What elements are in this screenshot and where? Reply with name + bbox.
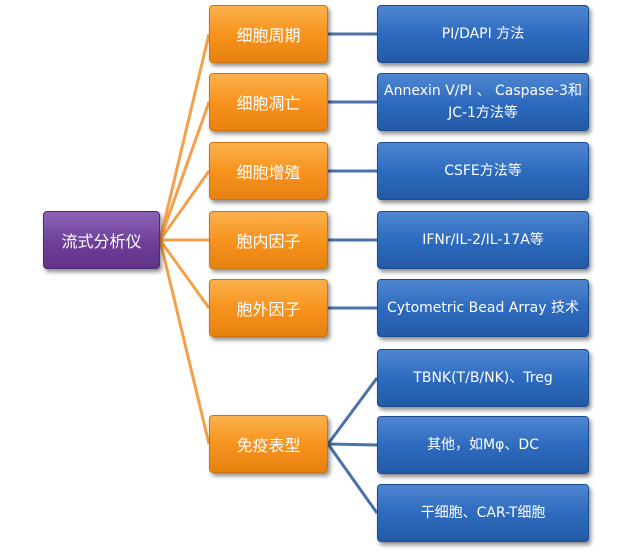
category-cell-cycle: 细胞周期: [209, 5, 328, 63]
category-extracellular: 胞外因子: [209, 279, 328, 337]
method-proliferation: CSFE方法等: [377, 142, 589, 200]
method-immuno-other: 其他，如Mφ、DC: [377, 416, 589, 474]
method-apoptosis: Annexin V/PI 、 Caspase-3和JC-1方法等: [377, 73, 589, 131]
connector-root-cat-3: [158, 170, 211, 241]
root-node: 流式分析仪: [43, 211, 160, 269]
method-immuno-stemcell: 干细胞、CAR-T细胞: [377, 484, 589, 542]
category-apoptosis: 细胞凋亡: [209, 73, 328, 131]
method-cell-cycle: PI/DAPI 方法: [377, 5, 589, 63]
method-extracellular: Cytometric Bead Array 技术: [377, 279, 589, 337]
category-proliferation: 细胞增殖: [209, 142, 328, 200]
connector-cat-6-method-2: [327, 442, 378, 447]
connector-root-cat-2: [158, 101, 211, 241]
connector-root-cat-6: [158, 239, 211, 445]
category-immunophenotype: 免疫表型: [209, 415, 328, 473]
method-immuno-tbnk: TBNK(T/B/NK)、Treg: [377, 349, 589, 407]
connector-root-cat-5: [158, 239, 211, 309]
category-intracellular: 胞内因子: [209, 211, 328, 269]
connector-cat-6-method-3: [326, 443, 379, 514]
connector-cat-6-method-1: [326, 377, 379, 445]
connector-root-cat-1: [158, 33, 211, 241]
method-intracellular: IFNr/IL-2/IL-17A等: [377, 211, 589, 269]
